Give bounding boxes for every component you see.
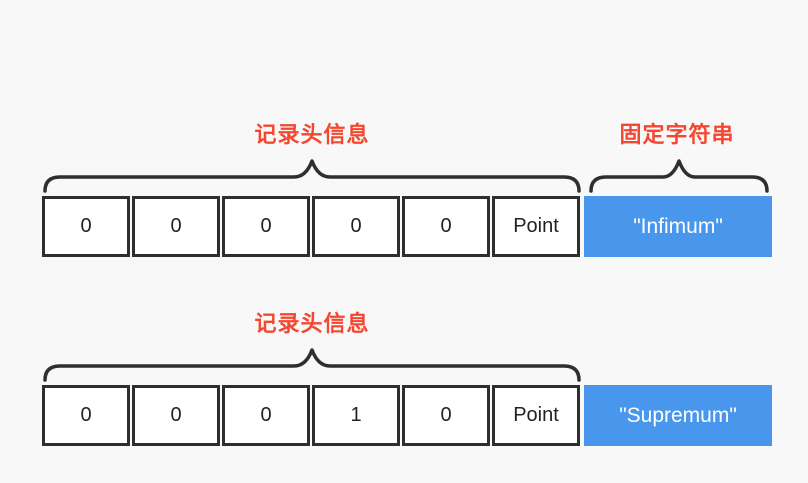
header-cell: 1 (312, 385, 400, 446)
header-cell: 0 (402, 385, 490, 446)
infimum-header-cells: 0 0 0 0 0 Point (42, 196, 580, 257)
brace-record-header-infimum (43, 159, 581, 193)
header-cell: 0 (42, 385, 130, 446)
supremum-value-cell: "Supremum" (584, 385, 772, 446)
record-header-label-supremum: 记录头信息 (254, 311, 370, 336)
header-cell-point: Point (492, 385, 580, 446)
header-cell: 0 (132, 385, 220, 446)
brace-fixed-string-infimum (589, 159, 769, 193)
supremum-header-cells: 0 0 0 1 0 Point (42, 385, 580, 446)
header-cell: 0 (402, 196, 490, 257)
header-cell: 0 (312, 196, 400, 257)
header-cell: 0 (132, 196, 220, 257)
header-cell-point: Point (492, 196, 580, 257)
record-header-label-infimum: 记录头信息 (254, 122, 370, 147)
infimum-value-cell: "Infimum" (584, 196, 772, 257)
fixed-string-label-infimum: 固定字符串 (619, 122, 735, 147)
header-cell: 0 (42, 196, 130, 257)
header-cell: 0 (222, 385, 310, 446)
header-cell: 0 (222, 196, 310, 257)
brace-record-header-supremum (43, 348, 581, 382)
